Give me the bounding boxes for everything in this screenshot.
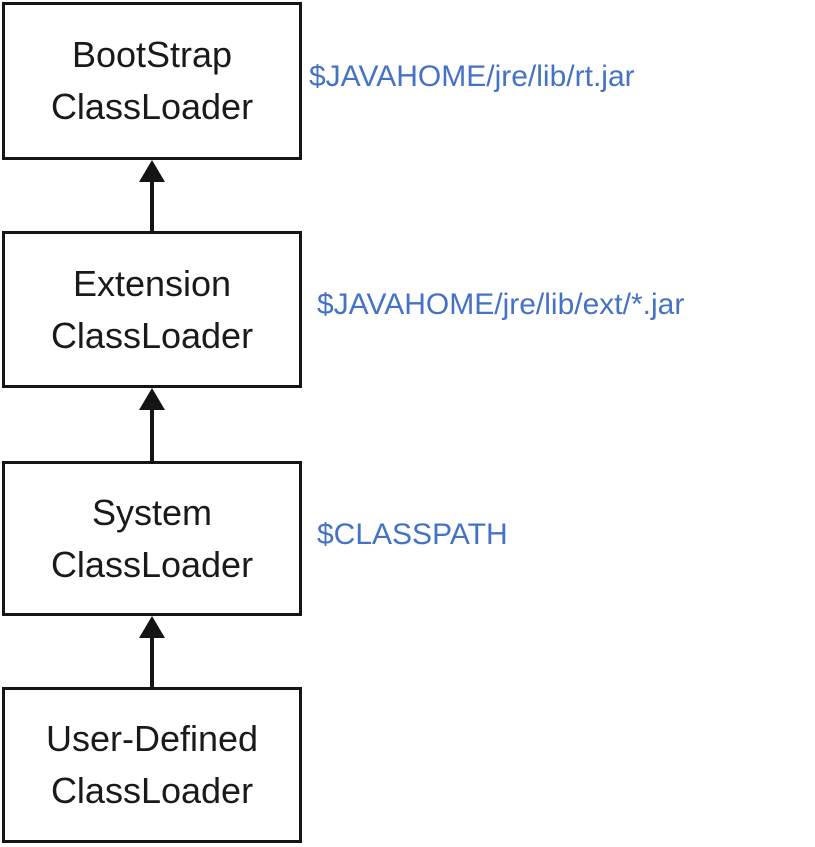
box-label-line: ClassLoader xyxy=(50,770,254,811)
box-bootstrap-classloader: BootStrap ClassLoader xyxy=(2,2,302,160)
box-label-line: BootStrap xyxy=(71,34,233,75)
arrowhead xyxy=(139,388,165,410)
box-label-line: ClassLoader xyxy=(50,314,254,356)
arrowhead xyxy=(139,616,165,638)
annotation-extension-path: $JAVAHOME/jre/lib/ext/*.jar xyxy=(317,288,685,321)
box-extension-classloader: Extension ClassLoader xyxy=(2,231,302,388)
box-system-classloader: System ClassLoader xyxy=(2,461,302,616)
arrow-shaft xyxy=(150,638,154,687)
arrow-shaft xyxy=(150,410,154,461)
box-label-line: Extension xyxy=(72,262,232,304)
annotation-system-path: $CLASSPATH xyxy=(317,518,508,551)
up-arrow-icon xyxy=(139,616,165,687)
box-user-defined-classloader: User-Defined ClassLoader xyxy=(2,687,302,843)
up-arrow-icon xyxy=(139,388,165,461)
arrowhead xyxy=(139,160,165,182)
annotation-bootstrap-path: $JAVAHOME/jre/lib/rt.jar xyxy=(309,60,635,93)
box-label-line: User-Defined xyxy=(45,718,259,759)
up-arrow-icon xyxy=(139,160,165,231)
box-label-line: System xyxy=(91,491,213,533)
box-label-line: ClassLoader xyxy=(50,86,254,127)
box-label-line: ClassLoader xyxy=(50,543,254,585)
arrow-shaft xyxy=(150,182,154,231)
